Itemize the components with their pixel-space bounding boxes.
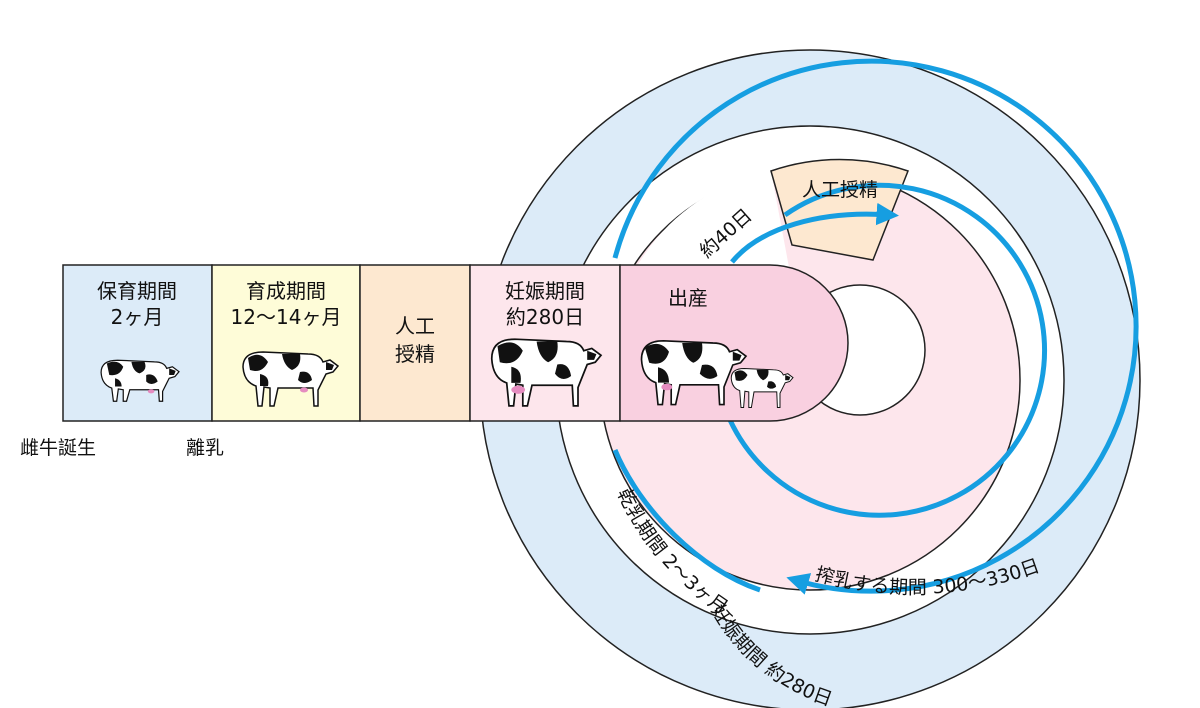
cow-newborn-icon: [730, 368, 794, 408]
insemination-arrow: [730, 202, 899, 264]
calf-birth-label: 雌牛誕生: [20, 437, 97, 459]
rearing-stage-box: [211, 264, 361, 422]
pregnancy-arrow: [727, 182, 1048, 518]
pregnancy-duration: 約280日: [506, 305, 584, 329]
insemination-stage-box: [359, 264, 471, 422]
cow-pregnant-icon: [490, 338, 603, 407]
cow-calf-icon: [100, 359, 180, 402]
nursing-title: 保育期間: [97, 279, 177, 303]
milking-arrow: [612, 58, 1139, 595]
insemination-line1: 人工: [395, 314, 435, 338]
birth-title: 出産: [668, 286, 708, 310]
dry-period-arrow: [612, 449, 761, 593]
rearing-duration: 12〜14ヶ月: [231, 305, 342, 329]
cow-heifer-icon: [242, 351, 340, 407]
cow-mother-icon: [640, 339, 748, 406]
weaning-label: 離乳: [186, 437, 225, 459]
rearing-title: 育成期間: [246, 279, 326, 303]
pregnancy-title: 妊娠期間: [505, 279, 585, 303]
nursing-duration: 2ヶ月: [111, 305, 164, 329]
insemination-line2: 授精: [395, 342, 435, 366]
cycle-insemination-label: 人工授精: [802, 179, 878, 201]
nursing-stage-box: [62, 264, 213, 422]
